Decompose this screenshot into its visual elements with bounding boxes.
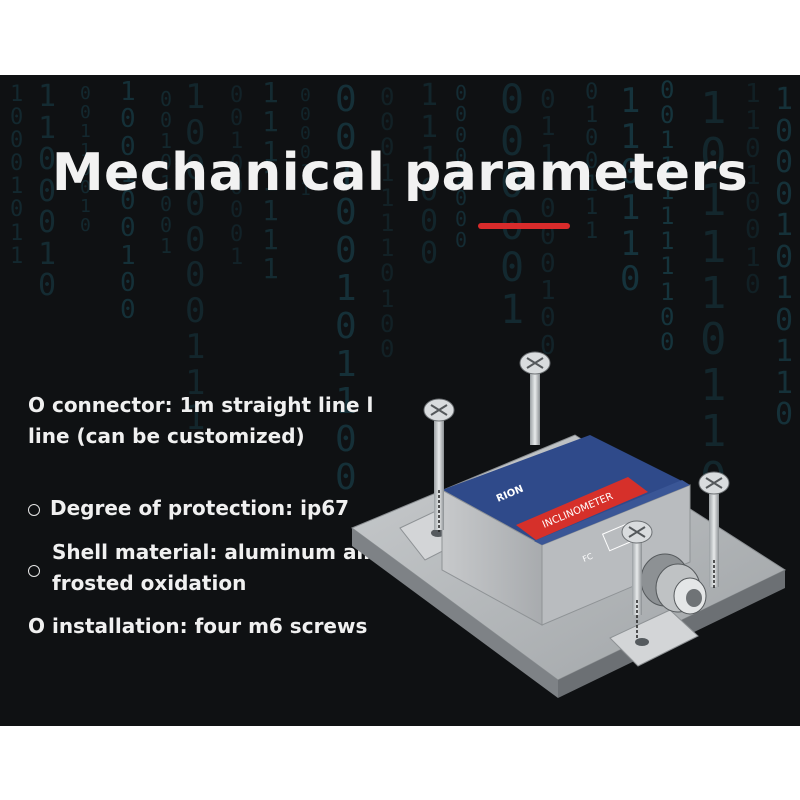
screw-icon <box>698 471 730 588</box>
binary-digit-column: 1 0 0 0 1 0 1 0 1 1 0 <box>775 82 794 432</box>
binary-digit-column: 0 0 1 0 0 1 0 1 1 0 0 <box>335 79 357 498</box>
spec-connector-line1: O connector: 1m straight line l <box>28 393 374 417</box>
binary-digit-column: 0 1 0 0 1 1 1 <box>585 80 599 244</box>
spec-connector: O connector: 1m straight line l line (ca… <box>28 390 373 452</box>
screw-icon <box>621 520 653 638</box>
page-title: Mechanical parameters <box>51 143 749 203</box>
binary-digit-column: 0 0 1 1 1 1 1 1 1 0 0 <box>660 76 675 356</box>
binary-digit-column: 1 0 0 0 0 0 0 1 1 1 <box>185 77 206 439</box>
spec-shell-line1: Shell material: aluminum alloy <box>52 540 397 564</box>
spec-shell-line2: frosted oxidation <box>52 571 247 595</box>
spec-protection: Degree of protection: ip67 <box>28 493 349 524</box>
binary-digit-column: 0 0 0 0 1 1 <box>300 85 311 201</box>
title-underline <box>478 223 570 229</box>
hero-banner: 1 0 0 0 1 0 1 1 1 1 0 0 0 1 0 0 0 1 1 0 … <box>0 75 800 726</box>
binary-digit-column: 0 0 1 0 0 0 0 1 <box>230 83 244 270</box>
device-mark: FC <box>581 551 594 563</box>
binary-digit-column: 1 1 1 0 0 0 <box>420 78 439 271</box>
screw-icon <box>423 398 455 532</box>
binary-background: 1 0 0 0 1 0 1 1 1 1 0 0 0 1 0 0 0 1 1 0 … <box>0 75 800 726</box>
screw-icon <box>519 351 551 445</box>
binary-digit-column: 1 1 1 1 1 1 1 <box>262 76 279 286</box>
binary-digit-column: 0 0 1 1 0 0 1 0 <box>80 83 91 237</box>
circle-bullet-icon <box>28 565 40 577</box>
cable-gland <box>640 553 707 615</box>
inclinometer-product-image: INCLINOMETER RION FC <box>350 351 787 698</box>
binary-digit-column: 1 1 0 1 0 0 1 0 <box>745 79 761 301</box>
binary-digit-column: 0 1 1 1 0 0 0 1 0 0 <box>540 85 556 361</box>
spec-connector-line2: line (can be customized) <box>28 424 305 448</box>
binary-digit-column: 1 1 0 1 1 0 <box>620 81 641 300</box>
binary-digit-column: 1 1 0 0 0 1 0 <box>38 79 57 303</box>
spec-installation: O installation: four m6 screws <box>28 614 368 638</box>
inclinometer-housing: INCLINOMETER RION FC <box>441 435 691 626</box>
circle-bullet-icon <box>28 503 40 516</box>
binary-digit-column: 1 0 0 0 1 0 1 1 <box>10 82 24 269</box>
spec-protection-text: Degree of protection: ip67 <box>50 496 350 520</box>
binary-digit-column: 1 0 0 1 0 0 1 0 0 <box>120 77 136 326</box>
binary-digit-column: 0 0 1 0 1 0 0 1 <box>160 87 173 258</box>
binary-digit-column: 0 0 0 0 1 0 0 0 <box>455 81 468 252</box>
binary-digit-column: 0 0 0 1 1 1 1 0 1 0 0 <box>380 83 395 363</box>
spec-shell: Shell material: aluminum alloy frosted o… <box>28 537 397 599</box>
